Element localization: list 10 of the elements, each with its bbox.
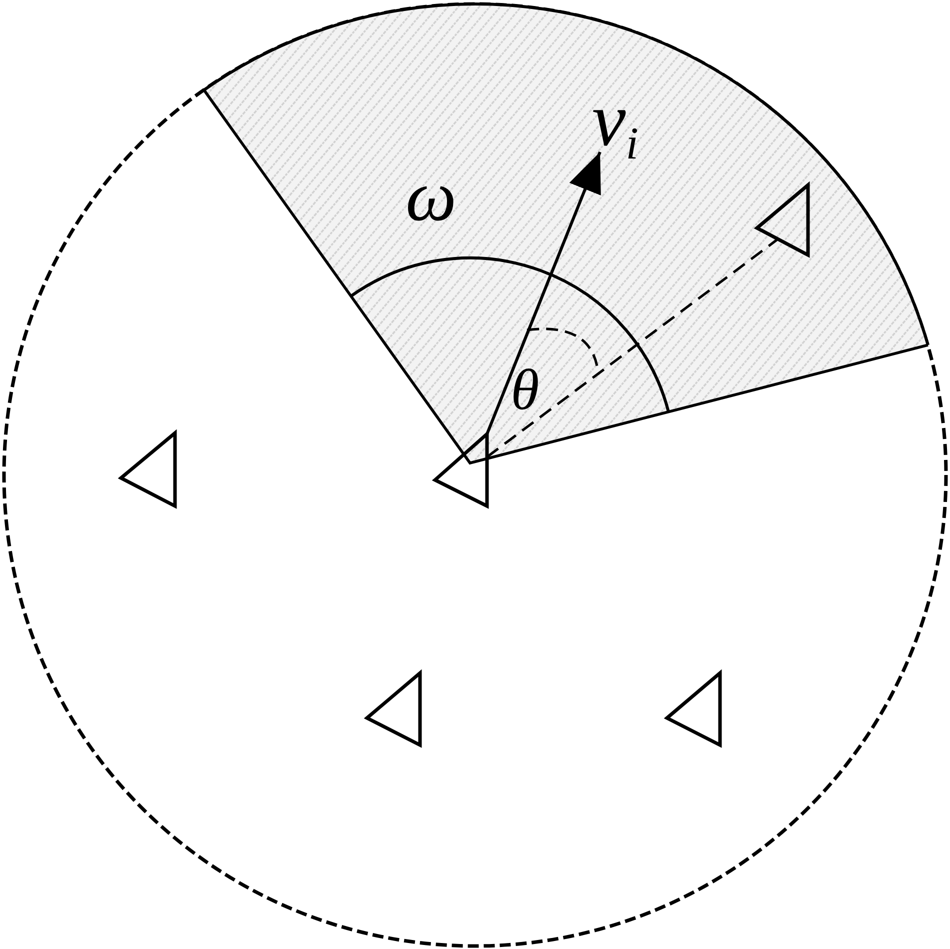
triangle-icon	[754, 182, 811, 258]
triangle-icon	[432, 431, 490, 509]
triangle-icon	[118, 430, 178, 509]
sector-label: ω	[406, 160, 456, 232]
edge-label: v$_{i}$	[592, 82, 638, 166]
triangle-icon	[364, 670, 423, 748]
arrow	[486, 151, 602, 435]
triangle-icon	[664, 670, 723, 748]
angle-label: θ	[510, 361, 540, 419]
dashed-line	[486, 238, 779, 458]
